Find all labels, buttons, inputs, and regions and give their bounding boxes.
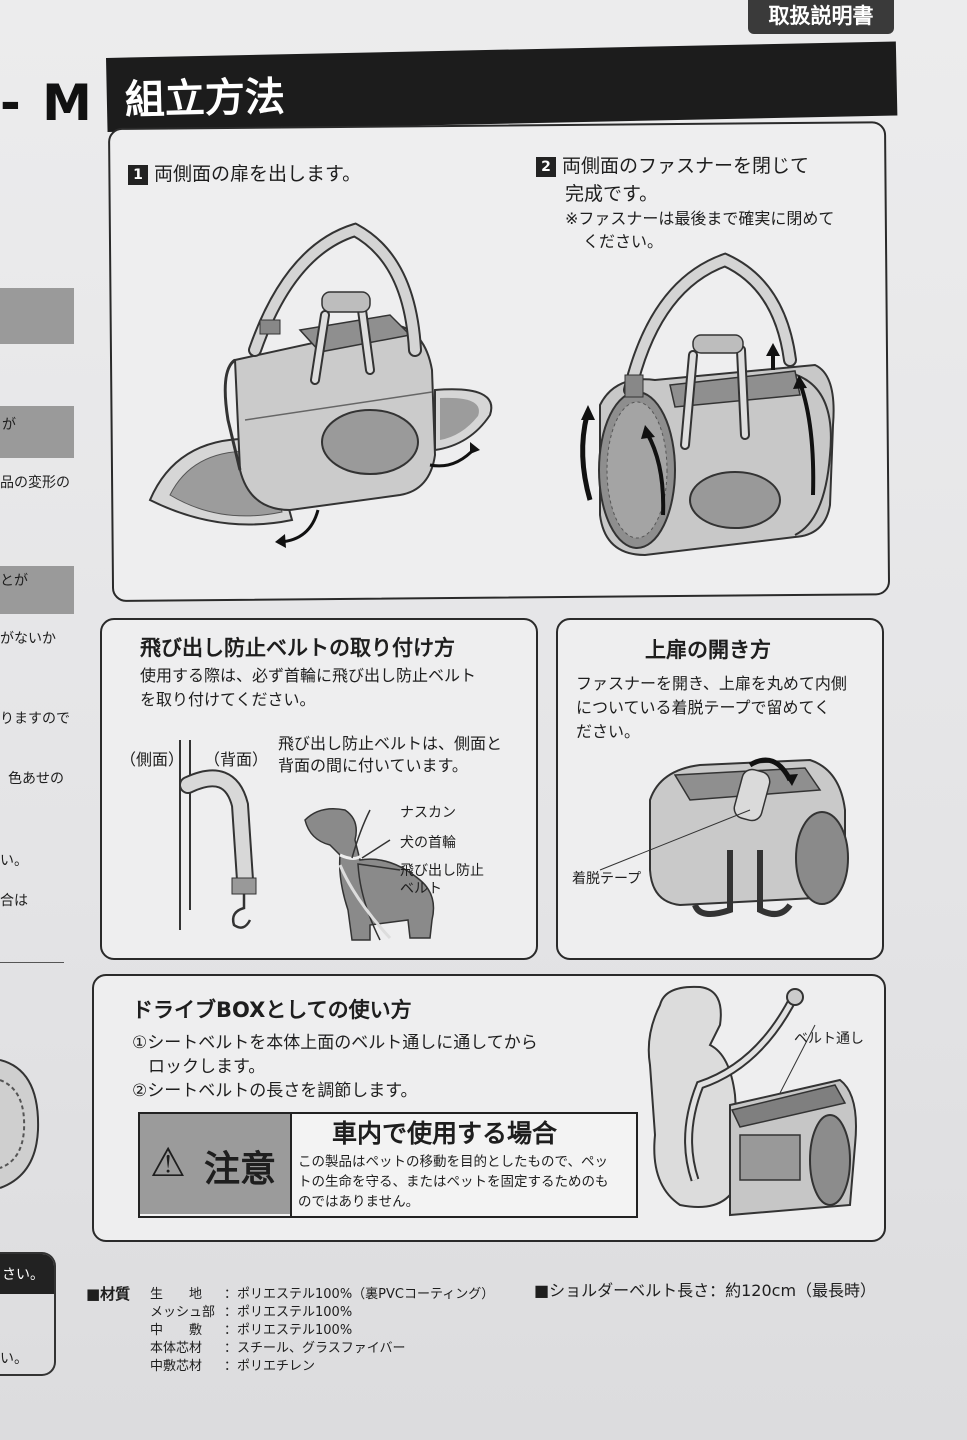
belt-desc-2: 背面の間に付いています。	[278, 756, 468, 775]
top-door-title: 上扉の開き方	[645, 638, 771, 662]
label-belt-loop: ベルト通し	[794, 1031, 864, 1047]
label-belt-2: ベルト	[400, 881, 442, 897]
belt-desc-1: 飛び出し防止ベルトは、側面と	[278, 734, 503, 753]
left-fragment-text: りますので	[0, 711, 70, 727]
left-fragment-text: が	[2, 417, 16, 433]
drive-box-title: ドライブBOXとしての使い方	[132, 998, 412, 1022]
back-label: （背面）	[204, 750, 269, 769]
bag-open-doors-illustration	[148, 222, 493, 548]
drive-box-line-1: ①シートベルトを本体上面のベルト通しに通してから	[132, 1033, 538, 1053]
manual-tag: 取扱説明書	[748, 0, 894, 34]
belt-box-line-2: を取り付けてください。	[140, 690, 316, 709]
spec-row-value: ：スチール、グラスファイバー	[224, 1341, 406, 1356]
spec-heading: ■材質	[86, 1285, 131, 1303]
belt-strap-illustration	[179, 740, 257, 930]
drive-box-line-2: ロックします。	[148, 1057, 266, 1077]
caution-label: 注意	[204, 1149, 277, 1190]
spec-row-label: 本体芯材	[150, 1341, 203, 1356]
step-2-number: 2	[536, 157, 556, 177]
left-fragment-text: い。	[0, 853, 28, 869]
label-tape: 着脱テープ	[572, 871, 642, 887]
spec-row-value: ：ポリエステル100%	[224, 1305, 353, 1320]
left-fragment-text: とが	[0, 573, 28, 589]
label-collar: 犬の首輪	[400, 835, 456, 851]
step-2-line-2: 完成です。	[565, 183, 659, 205]
belt-box-line-1: 使用する際は、必ず首輪に飛び出し防止ベルト	[140, 666, 477, 685]
left-fragment-text: 色あせの	[8, 771, 64, 787]
left-page-fragment	[0, 0, 80, 1440]
shoulder-belt-length: ■ショルダーベルト長さ：約120cm（最長時）	[534, 1281, 877, 1300]
spec-row-label: 中敷芯材	[150, 1359, 203, 1374]
step-2-line-1: 両側面のファスナーを閉じて	[562, 155, 810, 177]
step-1-text: 1 両側面の扉を出します。	[128, 162, 361, 186]
belt-attachment-box	[100, 618, 538, 960]
spec-row-value: ：ポリエステル100%	[224, 1323, 353, 1338]
spec-row-value: ：ポリエステル100%（裏PVCコーティング）	[224, 1287, 495, 1302]
side-label: （側面）	[120, 750, 185, 769]
left-fragment-box-header	[0, 1254, 54, 1294]
top-door-line-1: ファスナーを開き、上扉を丸めて内側	[576, 674, 847, 693]
left-fragment-text: い。	[0, 1351, 28, 1367]
left-fragment-text: 品の変形の	[0, 475, 70, 491]
dog-with-belt-illustration	[304, 808, 435, 941]
step-1-number: 1	[128, 165, 148, 185]
warning-icon: ⚠	[150, 1140, 186, 1186]
left-divider	[0, 962, 64, 963]
left-fragment-box	[0, 1252, 56, 1376]
belt-box-title: 飛び出し防止ベルトの取り付け方	[140, 636, 455, 660]
drive-box-line-3: ②シートベルトの長さを調節します。	[132, 1081, 418, 1101]
left-gray-bar-1	[0, 288, 74, 344]
car-seat-illustration	[647, 985, 857, 1217]
top-door-bag-illustration	[599, 757, 849, 917]
left-fragment-text: がないか	[0, 631, 56, 647]
left-gray-bar-3	[0, 566, 74, 614]
left-bag-fragment-illustration	[0, 1059, 40, 1189]
model-name: - M	[0, 74, 94, 132]
left-fragment-text: 合は	[0, 893, 28, 909]
label-hook: ナスカン	[400, 805, 456, 821]
step-1-label: 両側面の扉を出します。	[154, 163, 362, 185]
caution-line-2: トの生命を守る、またはペットを固定するためのも	[298, 1174, 609, 1190]
top-door-line-3: ださい。	[576, 722, 641, 741]
step-2-note-2: ください。	[583, 232, 664, 251]
step-2-text: 2 両側面のファスナーを閉じて	[536, 154, 809, 178]
caution-line-1: この製品はペットの移動を目的としたもので、ペッ	[298, 1154, 608, 1170]
left-gray-bar-2	[0, 406, 74, 458]
caution-label-area	[140, 1114, 290, 1214]
caution-divider	[290, 1112, 292, 1216]
top-door-line-2: についている着脱テープで留めてく	[576, 698, 831, 717]
spec-row-label: 中 敷	[150, 1323, 203, 1338]
section-title: 組立方法	[124, 74, 286, 124]
spec-row-label: 生 地	[150, 1287, 203, 1302]
label-belt-1: 飛び出し防止	[400, 863, 484, 879]
spec-row-value: ：ポリエチレン	[224, 1359, 316, 1374]
spec-row-label: メッシュ部	[150, 1305, 216, 1320]
step-2-note-1: ※ファスナーは最後まで確実に閉めて	[565, 209, 835, 228]
caution-heading: 車内で使用する場合	[332, 1119, 558, 1148]
bag-closed-illustration	[580, 252, 835, 557]
caution-line-3: のではありません。	[298, 1194, 420, 1210]
left-fragment-text: さい。	[2, 1267, 44, 1283]
